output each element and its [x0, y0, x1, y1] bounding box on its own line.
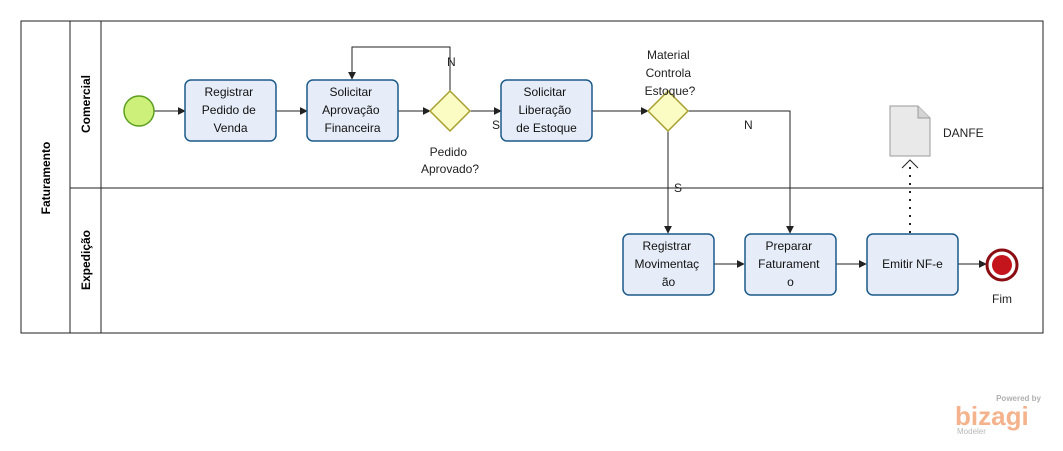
task-solicitar-aprovacao[interactable]: Solicitar Aprovação Financeira: [306, 79, 399, 142]
end-event[interactable]: [985, 248, 1019, 282]
sequence-flows: [154, 46, 987, 268]
modeler-text: Modeler: [957, 427, 986, 436]
task-registrar-pedido[interactable]: Registrar Pedido de Venda: [184, 79, 277, 142]
gateway-material-controla[interactable]: [646, 89, 690, 133]
bizagi-branding: Powered by bizagi Modeler: [953, 394, 1043, 438]
lane-expedicao: Expedição: [79, 230, 93, 290]
task-emitir-nfe[interactable]: Emitir NF-e: [866, 233, 959, 296]
gateway-label-pedido-aprovado: Pedido Aprovado?: [421, 145, 479, 176]
svg-text:Registrar Pedido de: Registrar Pedido de Venda: [202, 85, 259, 135]
lane-label-expedicao: Expedição: [79, 230, 93, 290]
task-solicitar-liberacao[interactable]: Solicitar Liberação de Estoque: [500, 79, 593, 142]
end-event-label: Fim: [992, 292, 1012, 306]
svg-text:Solicitar Liberação: Solicitar Liberação de Estoque: [516, 85, 577, 135]
pool-label: Faturamento: [39, 142, 53, 215]
lane-comercial: Comercial: [79, 75, 93, 133]
flow-label-n-loop: N: [447, 55, 456, 69]
svg-text:Registrar Movimentaç: Registrar Movimentaç ão: [634, 239, 702, 289]
gateway-label-material-controla: Material Controla Estoque?: [645, 48, 696, 98]
flow-label-n-estoque: N: [744, 118, 753, 132]
start-event[interactable]: [123, 95, 155, 127]
gateway-pedido-aprovado[interactable]: [428, 89, 472, 133]
data-object-danfe[interactable]: [889, 105, 931, 157]
lane-label-comercial: Comercial: [79, 75, 93, 133]
bizagi-logo: bizagi: [955, 401, 1029, 431]
flow-gateway2-preparar: [688, 110, 794, 234]
task-registrar-movimentacao[interactable]: Registrar Movimentaç ão: [622, 233, 715, 296]
flow-label-s-estoque: S: [674, 181, 682, 195]
svg-text:Preparar Faturament: Preparar Faturament o: [758, 239, 823, 289]
flow-label-s-aprovado: S: [492, 118, 500, 132]
association-arrowhead: [901, 159, 919, 169]
flow-loop-n: [348, 46, 451, 91]
svg-text:Solicitar Aprovação: Solicitar Aprovação Financeira: [322, 85, 383, 135]
task-preparar-faturamento[interactable]: Preparar Faturament o: [744, 233, 837, 296]
data-object-label: DANFE: [943, 126, 984, 140]
svg-text:Emitir NF-e: Emitir NF-e: [882, 257, 943, 271]
powered-by-text: Powered by: [996, 394, 1041, 403]
